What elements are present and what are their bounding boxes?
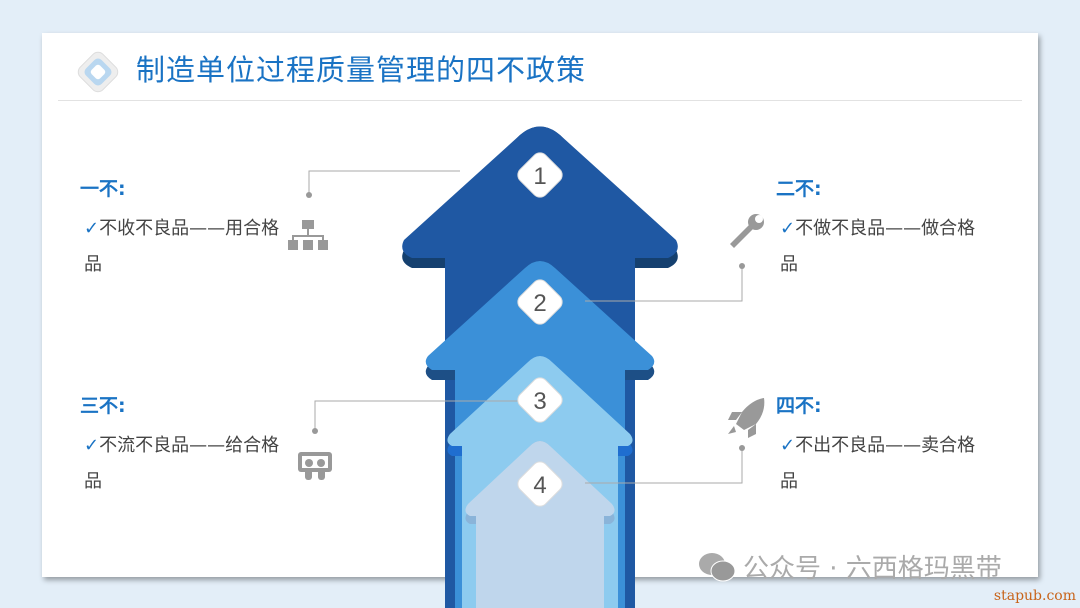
slideshare-icon — [298, 452, 332, 480]
svg-text:3: 3 — [533, 388, 546, 415]
connector-1 — [308, 170, 460, 195]
svg-text:2: 2 — [533, 290, 546, 317]
connector-3 — [314, 400, 520, 431]
svg-text:1: 1 — [533, 163, 546, 190]
check-icon: ✓ — [84, 435, 100, 456]
svg-text:4: 4 — [533, 472, 546, 499]
check-icon: ✓ — [780, 218, 796, 239]
arrow-4 — [465, 441, 615, 608]
badge-2: 2 — [517, 279, 563, 325]
badges: 1 2 3 4 — [517, 152, 563, 507]
item-3: ✓不流不良品——给合格品 — [84, 435, 280, 492]
org-chart-icon — [288, 220, 328, 250]
connector-2 — [585, 266, 743, 302]
heading-2: 二不: — [776, 178, 822, 200]
item-1: ✓不收不良品——用合格品 — [84, 218, 280, 275]
page-title: 制造单位过程质量管理的四不政策 — [136, 53, 587, 87]
badge-1: 1 — [517, 152, 563, 198]
title-divider — [58, 100, 1022, 101]
badge-4: 4 — [517, 461, 563, 507]
check-icon: ✓ — [780, 435, 796, 456]
connector-4 — [585, 448, 743, 484]
heading-1: 一不: — [80, 178, 126, 200]
wechat-icon — [699, 552, 736, 581]
item-4: ✓不出不良品——卖合格品 — [780, 435, 976, 492]
title-diamond-logo — [77, 51, 119, 93]
heading-3: 三不: — [80, 395, 126, 417]
wrench-icon — [730, 214, 764, 248]
item-2: ✓不做不良品——做合格品 — [780, 218, 976, 275]
watermark: 公众号 · 六西格玛黑带 — [697, 548, 1002, 585]
site-watermark: stapub.com — [993, 588, 1076, 604]
rocket-icon — [728, 398, 765, 438]
check-icon: ✓ — [84, 218, 100, 239]
badge-3: 3 — [517, 377, 563, 423]
heading-4: 四不: — [776, 395, 822, 417]
